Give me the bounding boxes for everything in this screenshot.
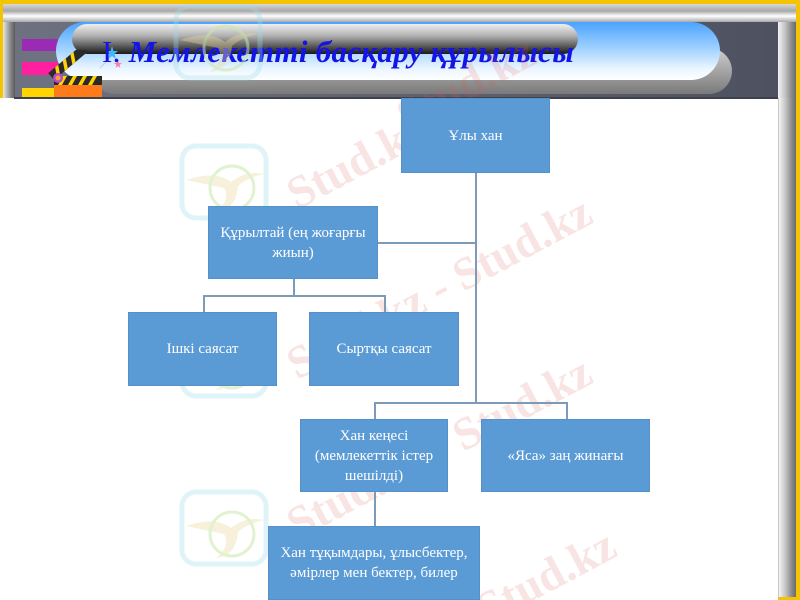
node-label: Ішкі саясат [166, 341, 239, 357]
connector-kurultai-branch [203, 295, 385, 297]
node-label: «Яса» заң жинағы [507, 447, 624, 464]
frame-border-top [0, 0, 800, 4]
node-internal-policy: Ішкі саясат [128, 312, 277, 386]
title-text: Мемлекетті басқару құрылысы [120, 34, 575, 69]
header-chrome-bar [3, 4, 796, 24]
node-khan-council: Хан кеңесі (мемлекеттік істер шешілді) [300, 419, 448, 492]
connector-to-yasa [566, 402, 568, 419]
connector-to-foreign-policy [384, 295, 386, 312]
node-label: Хан тұқымдары, ұлысбектер, әмірлер мен б… [280, 545, 468, 581]
node-foreign-policy: Сыртқы саясат [309, 312, 459, 386]
node-kurultai: Құрылтай (ең жоғарғы жиын) [208, 206, 378, 279]
header-divider [14, 97, 778, 99]
connector-to-kurultai [378, 242, 476, 244]
header-left-cap [3, 22, 15, 98]
node-label: Ұлы хан [448, 127, 503, 144]
frame-border-right [796, 0, 800, 600]
header-right-cap [778, 22, 796, 98]
connector-kurultai-down [293, 279, 295, 295]
connector-to-internal-policy [203, 295, 205, 312]
clapperboard-icon [48, 50, 102, 98]
connector-to-khan-council [374, 402, 376, 419]
header-stripe-pink [22, 62, 58, 75]
node-label: Хан кеңесі (мемлекеттік істер шешілді) [314, 427, 434, 484]
watermark-logo-icon [179, 489, 269, 567]
header-stripe-gray [22, 75, 58, 88]
node-label: Құрылтай (ең жоғарғы жиын) [220, 224, 366, 261]
frame-border-left [0, 0, 3, 98]
node-yasa: «Яса» заң жинағы [481, 419, 650, 492]
node-uly-khan: Ұлы хан [401, 98, 550, 173]
connector-main-vertical [475, 173, 477, 403]
connector-khan-branch [374, 402, 567, 404]
frame-border-bottom [778, 597, 800, 600]
header-stripe-purple [22, 39, 58, 51]
title-pill-gloss [72, 24, 578, 54]
connector-council-to-descendants [374, 492, 376, 526]
node-khan-descendants: Хан тұқымдары, ұлысбектер, әмірлер мен б… [268, 526, 480, 600]
node-label: Сыртқы саясат [336, 341, 432, 357]
sparkle-stars-icon [99, 46, 122, 69]
title-numeral: І. [102, 34, 121, 69]
header-stripe-yellow [22, 88, 58, 98]
right-side-bar [778, 98, 796, 597]
watermark-text: Stud.kz [468, 518, 625, 600]
slide-title: І. Мемлекетті басқару құрылысы [102, 30, 722, 74]
header-stripe-gray [22, 51, 58, 62]
